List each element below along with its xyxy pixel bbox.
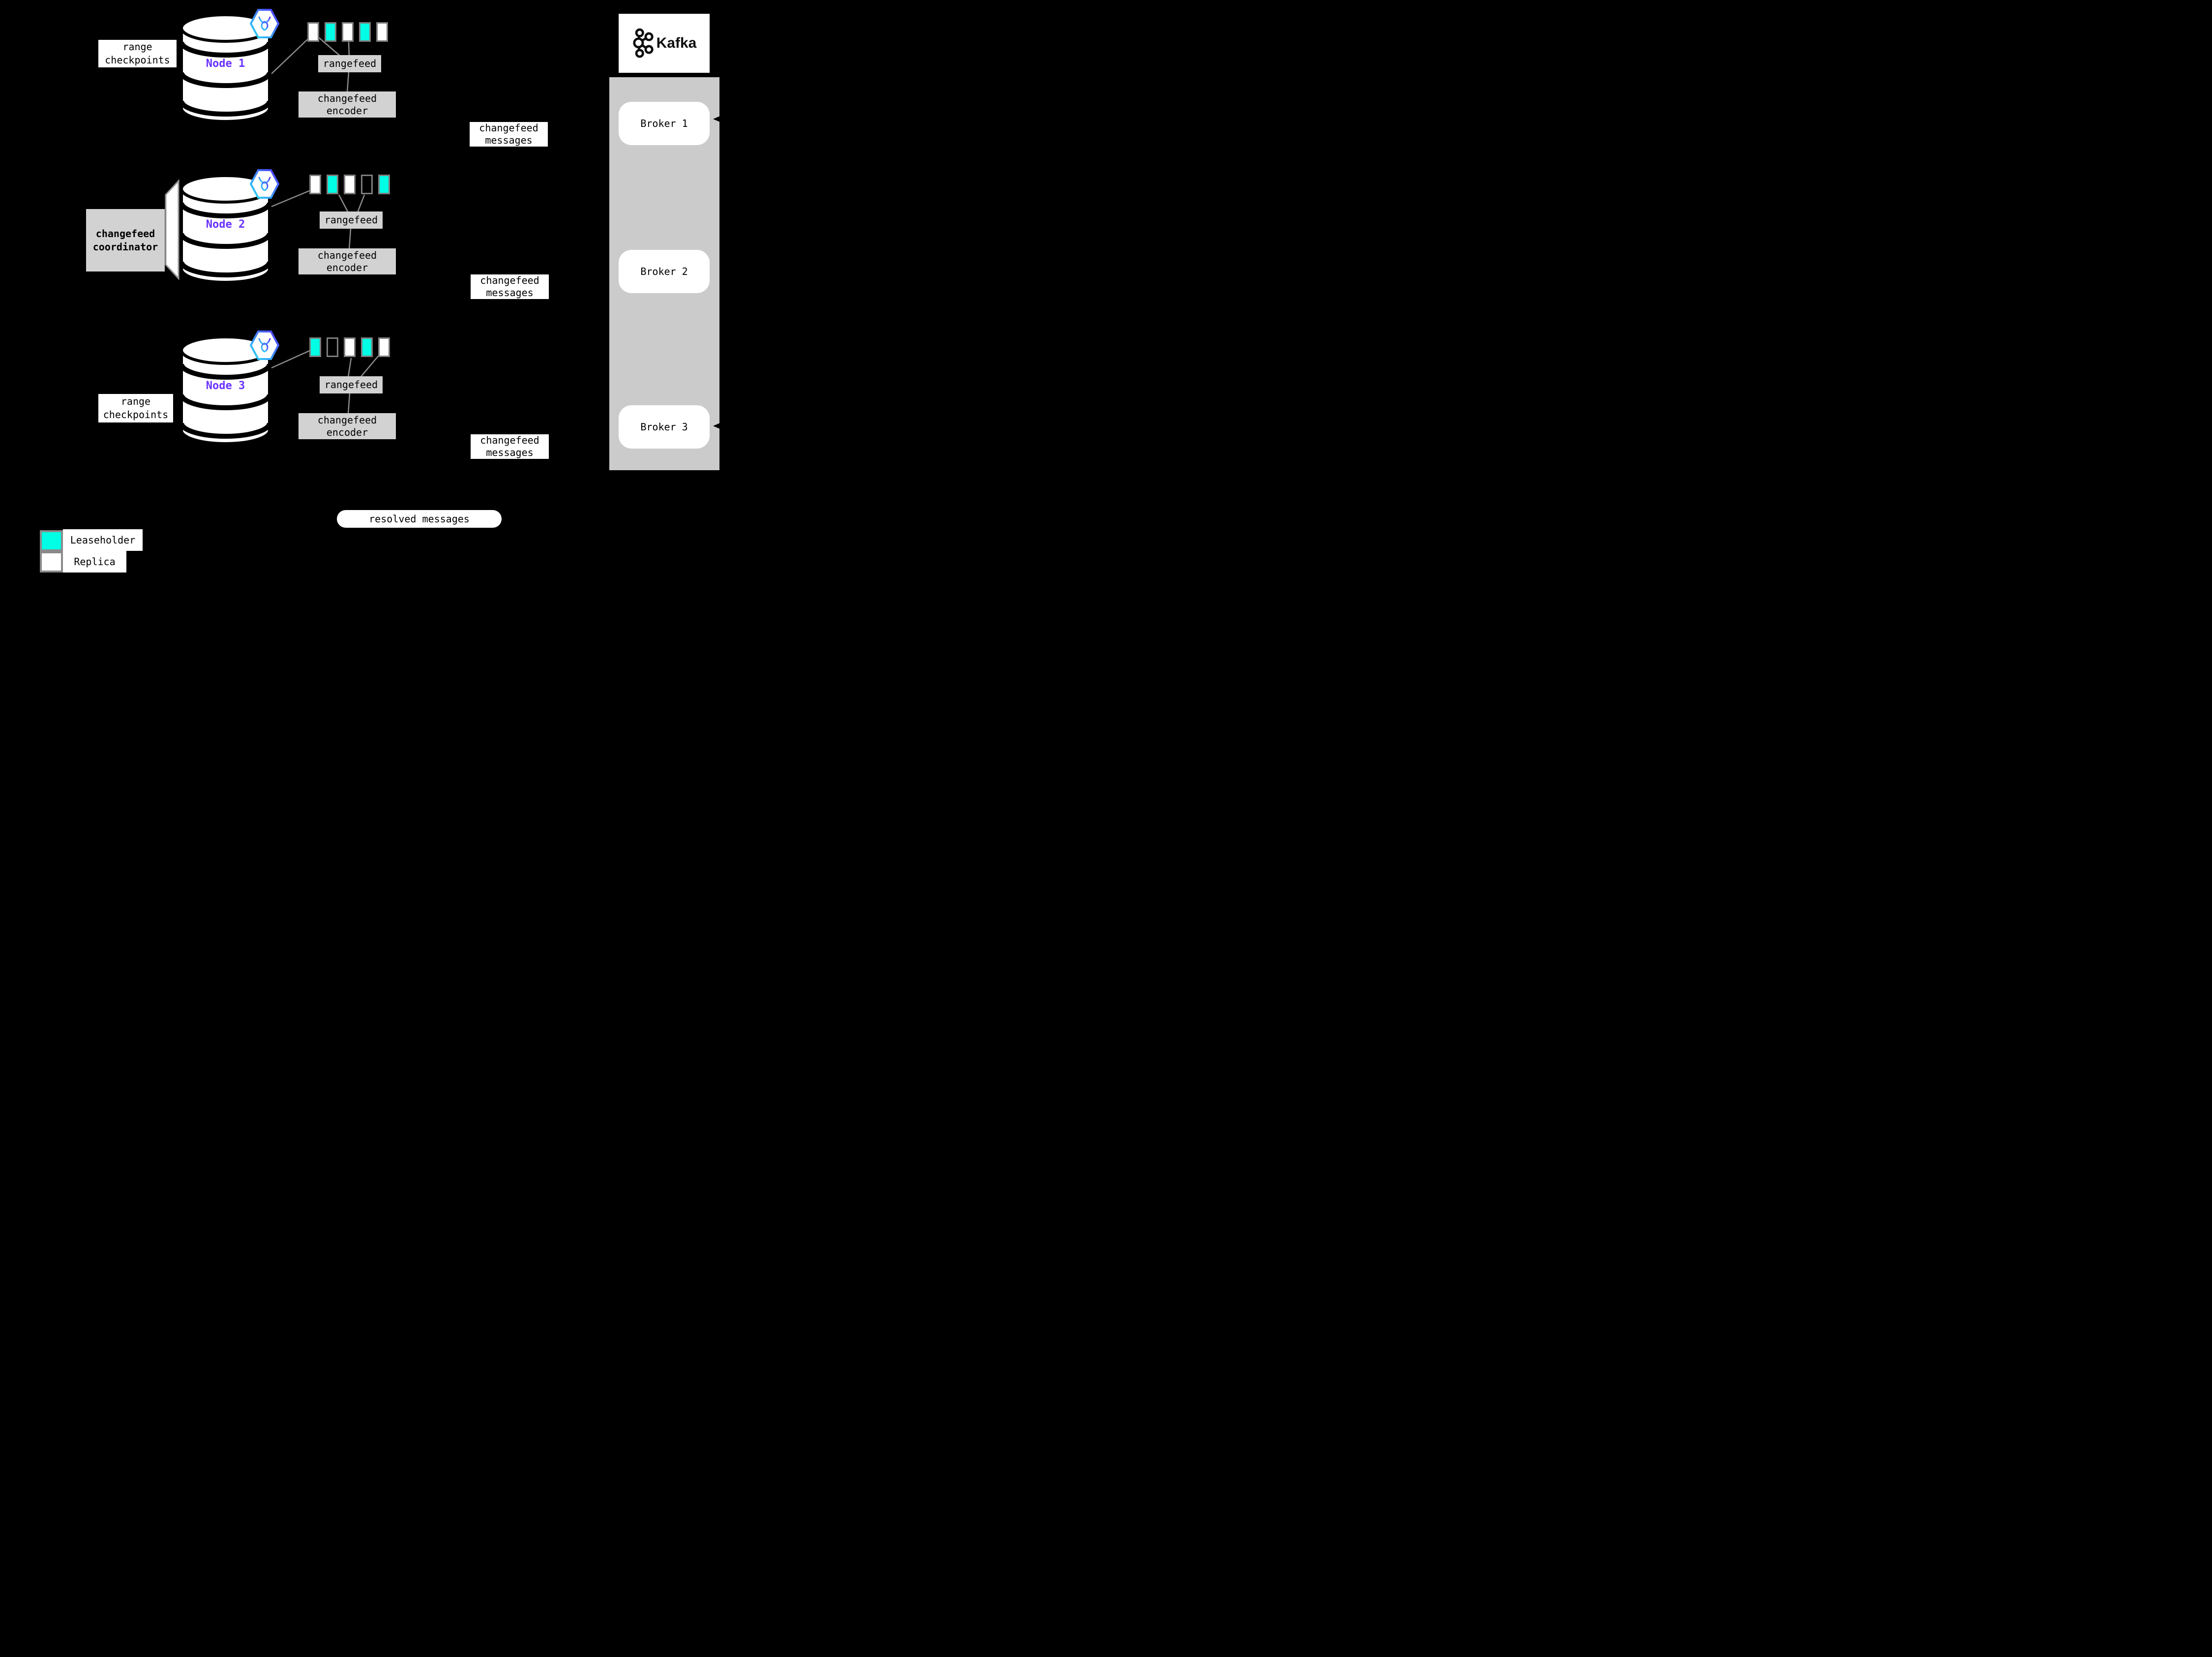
changefeed-architecture-diagram: Node 1 Node 2 Node 3: [0, 0, 771, 577]
database-cylinder-icon: [179, 174, 272, 284]
line-range2-to-rangefeed2: [338, 194, 349, 213]
changefeed-coordinator-label: changefeed coordinator: [86, 209, 165, 271]
broker-1: Broker 1: [619, 102, 710, 145]
kafka-title: Kafka: [656, 35, 697, 51]
node-2-cylinder: Node 2: [179, 173, 272, 284]
line-range1-to-rangefeed1: [319, 37, 341, 57]
range-square-replica: [309, 175, 321, 194]
resolved-messages-label: resolved messages: [337, 510, 502, 528]
node-2-label: Node 2: [206, 218, 245, 231]
range-square-replica: [307, 22, 319, 42]
database-cylinder-icon: [179, 13, 272, 123]
line-node1-to-ranges: [271, 33, 314, 74]
range-square-replica: [376, 22, 388, 42]
cockroachdb-hexagon-icon: [249, 331, 280, 360]
legend-leaseholder-swatch: [40, 530, 63, 551]
connector-lines: [271, 33, 379, 415]
node-1-range-squares: [307, 22, 388, 42]
line-node3-to-ranges: [271, 347, 317, 369]
range-square-empty: [327, 337, 338, 357]
range-square-empty: [361, 175, 373, 194]
line-range3b-to-rangefeed3: [347, 358, 352, 378]
cockroachdb-hexagon-icon: [249, 169, 280, 199]
cockroachdb-hexagon-icon: [249, 9, 280, 38]
broker-3: Broker 3: [619, 405, 710, 449]
legend-replica-label: Replica: [63, 551, 126, 572]
rangefeed-box-1: rangefeed: [318, 55, 381, 72]
range-checkpoints-label-top: range checkpoints: [98, 40, 177, 67]
range-square-replica: [342, 22, 354, 42]
line-rangefeed3-to-encoder3: [347, 393, 351, 415]
node-3-range-squares: [309, 337, 390, 357]
range-square-replica: [344, 175, 356, 194]
changefeed-encoder-box-2: changefeed encoder: [299, 248, 396, 274]
range-square-leaseholder: [359, 22, 371, 42]
legend-replica-swatch: [40, 551, 63, 572]
range-square-leaseholder: [361, 337, 373, 357]
line-range5-to-rangefeed3: [360, 356, 379, 378]
broker-2: Broker 2: [619, 250, 710, 293]
kafka-icon: [632, 28, 654, 58]
kafka-logo-box: Kafka: [619, 14, 710, 73]
rangefeed-box-2: rangefeed: [320, 211, 383, 229]
node-2-range-squares: [309, 175, 390, 194]
range-square-replica: [344, 337, 356, 357]
range-square-replica: [378, 337, 390, 357]
node-3-label: Node 3: [206, 380, 245, 392]
legend-leaseholder-label: Leaseholder: [63, 529, 143, 551]
changefeed-messages-label-3: changefeed messages: [471, 434, 549, 459]
changefeed-encoder-box-1: changefeed encoder: [299, 91, 396, 118]
line-range4-to-rangefeed2: [357, 194, 365, 213]
rangefeed-box-3: rangefeed: [320, 376, 383, 393]
line-node2-to-ranges: [271, 187, 316, 208]
node-3-cylinder: Node 3: [179, 334, 272, 446]
line-rangefeed2-to-encoder2: [348, 228, 352, 250]
changefeed-encoder-box-3: changefeed encoder: [299, 413, 396, 439]
database-cylinder-icon: [179, 335, 272, 445]
changefeed-messages-label-2: changefeed messages: [471, 274, 549, 299]
line-rangefeed1-to-encoder1: [346, 72, 350, 93]
range-square-leaseholder: [309, 337, 321, 357]
range-square-leaseholder: [325, 22, 336, 42]
node-1-label: Node 1: [206, 58, 245, 70]
changefeed-messages-label-1: changefeed messages: [470, 122, 548, 147]
range-square-leaseholder: [378, 175, 390, 194]
range-square-leaseholder: [327, 175, 338, 194]
node-1-cylinder: Node 1: [179, 12, 272, 123]
range-checkpoints-label-bottom: range checkpoints: [98, 394, 173, 422]
